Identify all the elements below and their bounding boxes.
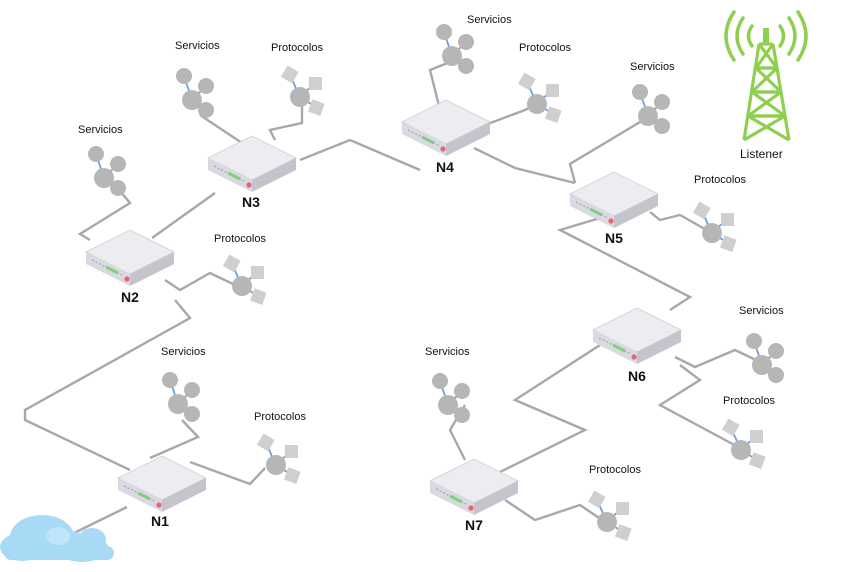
services-cluster-icon [161, 371, 201, 423]
services-label: Servicios [467, 14, 512, 26]
services-cluster-icon [431, 372, 471, 424]
node-label-n3: N3 [242, 194, 260, 210]
protocols-label: Protocolos [271, 42, 323, 54]
link-n4-n5 [473, 146, 576, 185]
link-n6-protocols [657, 364, 741, 450]
link-n6-n7 [499, 343, 601, 474]
node-label-n7: N7 [465, 517, 483, 533]
services-cluster-icon [631, 83, 671, 135]
services-label: Servicios [630, 61, 675, 73]
protocols-label: Protocolos [723, 395, 775, 407]
link-cloud-n1 [71, 505, 128, 536]
protocols-label: Protocolos [694, 174, 746, 186]
router-n4[interactable] [400, 98, 492, 158]
router-n6[interactable] [591, 306, 683, 366]
protocols-label: Protocolos [254, 411, 306, 423]
services-label: Servicios [425, 346, 470, 358]
link-n1-services [149, 419, 201, 460]
protocols-label: Protocolos [214, 233, 266, 245]
router-n5[interactable] [568, 170, 660, 230]
protocols-label: Protocolos [589, 464, 641, 476]
link-n2-n3 [151, 192, 216, 239]
link-n6-services [674, 348, 761, 369]
services-label: Servicios [175, 40, 220, 52]
node-label-n4: N4 [436, 159, 454, 175]
node-label-n2: N2 [121, 289, 139, 305]
listener-label: Listener [740, 147, 783, 161]
node-label-n1: N1 [151, 513, 169, 529]
antenna-tower-icon [724, 10, 808, 142]
link-n1-protocols [189, 460, 266, 486]
link-n3-services [199, 114, 246, 146]
services-cluster-icon [87, 145, 127, 197]
node-label-n5: N5 [605, 230, 623, 246]
link-n3-n4 [299, 138, 421, 172]
cloud-icon [0, 515, 114, 562]
protocols-cluster-icon [256, 432, 302, 485]
link-n3-protocols [268, 103, 304, 141]
link-n1-n2 [23, 299, 192, 472]
router-n3[interactable] [206, 134, 298, 194]
link-n2-protocols [164, 271, 236, 292]
services-label: Servicios [78, 124, 123, 136]
protocols-cluster-icon [517, 71, 563, 124]
services-cluster-icon [175, 67, 215, 119]
protocols-label: Protocolos [519, 42, 571, 54]
link-n5-services [568, 116, 649, 184]
services-label: Servicios [161, 346, 206, 358]
link-n5-n6 [556, 216, 693, 312]
services-label: Servicios [739, 305, 784, 317]
link-n7-protocols [504, 499, 606, 523]
protocols-cluster-icon [721, 417, 767, 470]
protocols-cluster-icon [222, 253, 268, 306]
router-n7[interactable] [428, 457, 520, 517]
node-label-n6: N6 [628, 368, 646, 384]
router-n2[interactable] [84, 228, 176, 288]
link-n5-protocols [649, 211, 711, 234]
router-n1[interactable] [116, 454, 208, 514]
